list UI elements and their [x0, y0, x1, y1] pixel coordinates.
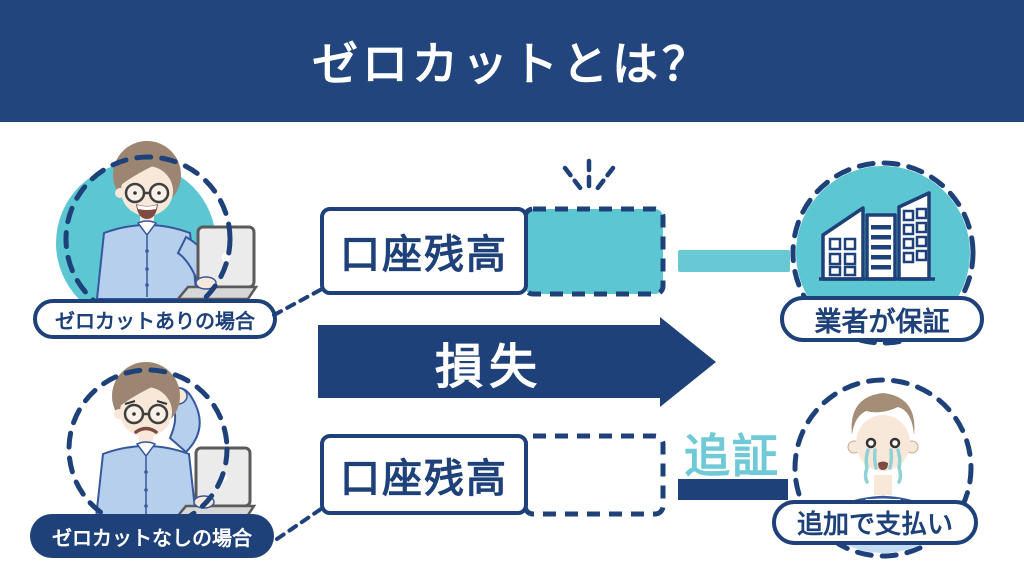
margin-call-underline-bar — [678, 479, 788, 500]
loss-arrow-head — [660, 317, 716, 407]
building-windows — [828, 207, 928, 277]
case-label-without-zerocut: ゼロカットなしの場合 — [30, 514, 274, 558]
glasses-icon — [123, 403, 169, 425]
glasses-icon — [124, 182, 170, 204]
header-banner: ゼロカットとは？ — [0, 0, 1024, 122]
laptop-icon — [175, 225, 258, 301]
balance-box-top: 口座残高 — [320, 207, 528, 295]
trader-figure — [95, 141, 216, 300]
additional-payment-pill: 追加で支払い — [772, 500, 978, 545]
balance-label: 口座残高 — [340, 233, 508, 277]
dashed-connector-bottom — [275, 507, 323, 541]
building-stripes — [871, 225, 891, 270]
dashed-circle-frame — [792, 377, 974, 559]
worried-trader-icon — [66, 362, 257, 531]
dashed-circle-frame — [790, 160, 976, 346]
loss-arrow — [318, 325, 660, 398]
sad-mouth — [878, 461, 888, 470]
case-label-with-zerocut: ゼロカットありの場合 — [33, 299, 277, 339]
loss-arrow-label: 損失 — [434, 340, 543, 394]
balance-label: 口座残高 — [340, 456, 508, 501]
broker-guarantee-text: 業者が保証 — [814, 306, 950, 337]
case-label-text: ゼロカットありの場合 — [55, 310, 255, 333]
case-label-text: ゼロカットなしの場合 — [52, 527, 252, 550]
sparkle-icon — [562, 158, 616, 192]
broker-guarantee-pill: 業者が保証 — [780, 296, 984, 342]
crying-eyes — [865, 437, 901, 449]
tear-streams — [863, 448, 903, 484]
additional-payment-text: 追加で支払い — [796, 509, 953, 539]
uncovered-loss-segment — [522, 433, 666, 517]
dashed-connector-top — [272, 287, 324, 317]
page-title: ゼロカットとは？ — [312, 38, 712, 90]
trader-figure — [94, 362, 201, 519]
protected-loss-segment — [522, 206, 666, 297]
guarantee-connector-bar — [678, 250, 790, 272]
balance-box-bottom: 口座残高 — [320, 434, 528, 515]
margin-call-label: 追証 — [684, 430, 780, 482]
